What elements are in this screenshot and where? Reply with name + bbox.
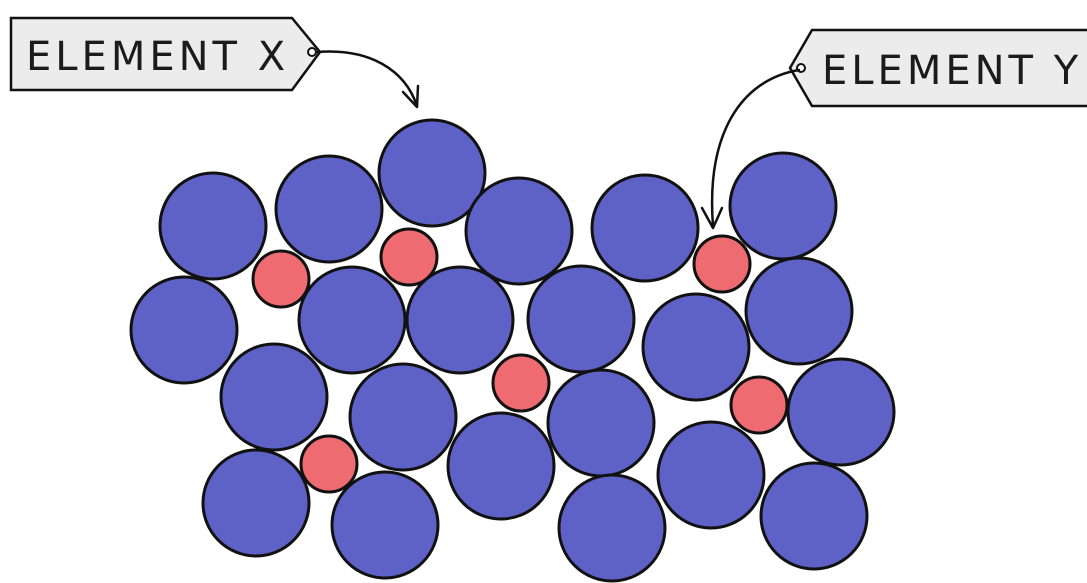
element-x-atom	[546, 368, 656, 478]
element-x-atom	[464, 176, 574, 286]
element-x-atom	[728, 151, 838, 261]
element-y-atoms	[251, 227, 789, 494]
element-x-atom	[590, 173, 700, 283]
element-y-atom	[729, 375, 789, 435]
element-x-atom	[641, 292, 751, 402]
element-x-label: ELEMENT X	[26, 34, 289, 80]
element-x-atom	[744, 256, 854, 366]
element-x-atom	[201, 448, 311, 558]
tag-hole-x	[307, 47, 317, 57]
element-x-tag: ELEMENT X	[9, 16, 322, 92]
element-y-label: ELEMENT Y	[822, 48, 1082, 94]
element-y-atom	[491, 353, 551, 413]
element-x-atoms	[129, 118, 896, 583]
element-y-atom	[251, 249, 311, 309]
element-x-atom	[405, 265, 515, 375]
element-x-atom	[377, 118, 487, 228]
element-x-atom	[274, 154, 384, 264]
element-x-atom	[656, 420, 766, 530]
element-x-atom	[330, 470, 440, 580]
element-x-atom	[219, 342, 329, 452]
element-y-arrow	[700, 68, 801, 230]
element-y-atom	[379, 227, 439, 287]
element-x-atom	[297, 265, 407, 375]
element-x-atom	[759, 461, 869, 571]
element-y-tag: ELEMENT Y	[788, 28, 1087, 108]
element-x-arrow	[315, 50, 420, 109]
element-x-atom	[129, 275, 239, 385]
element-y-atom	[692, 234, 752, 294]
element-x-atom	[158, 171, 268, 281]
element-x-atom	[786, 357, 896, 467]
element-x-atom	[446, 411, 556, 521]
element-x-atom	[557, 473, 667, 583]
element-x-atom	[348, 362, 458, 472]
element-y-atom	[299, 434, 359, 494]
element-x-atom	[526, 264, 636, 374]
